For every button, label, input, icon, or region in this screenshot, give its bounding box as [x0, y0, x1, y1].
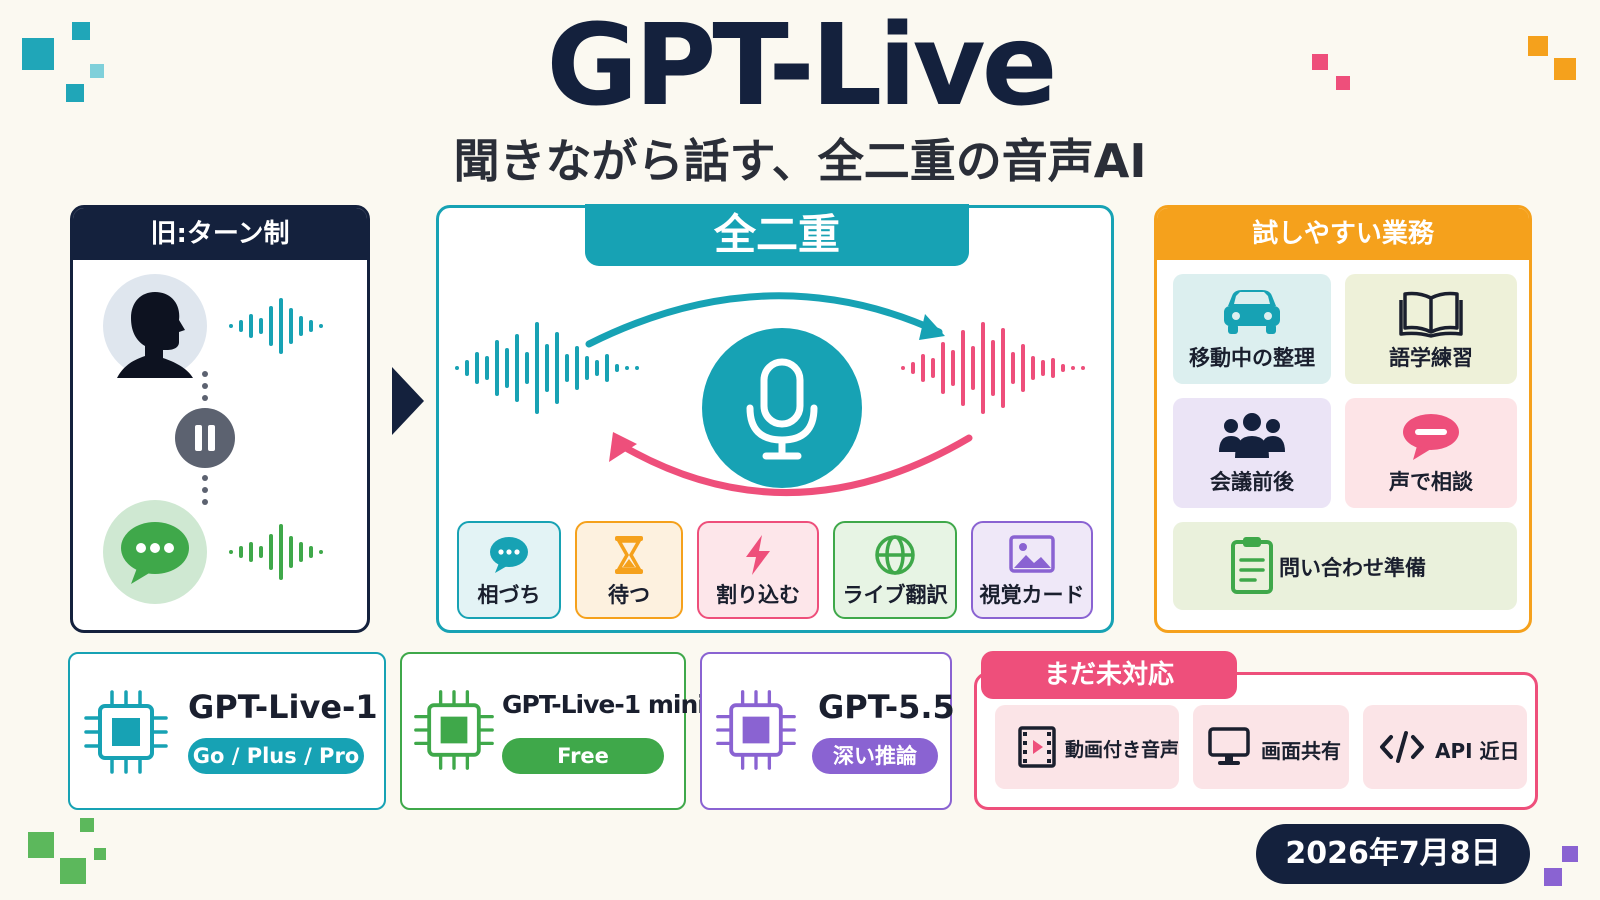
- feature-backchannel: 相づち: [457, 521, 561, 619]
- video-icon: [1018, 726, 1056, 768]
- code-icon: [1380, 731, 1424, 763]
- outgoing-sound-wave-icon: [901, 322, 1085, 414]
- model-badge: Go / Plus / Pro: [188, 738, 364, 774]
- task-label: 会議前後: [1210, 470, 1294, 494]
- tasks-title: 試しやすい業務: [1157, 208, 1529, 260]
- feature-interrupt: 割り込む: [697, 521, 819, 619]
- unsupported-label: 動画付き音声: [1065, 739, 1180, 761]
- old-turn-panel: 旧:ターン制: [70, 205, 370, 633]
- hourglass-icon: [615, 536, 643, 574]
- people-icon: [1219, 413, 1285, 458]
- model-card-gpt-5-5: GPT-5.5 深い推論: [700, 652, 955, 810]
- microphone-icon: [702, 328, 862, 488]
- model-badge: Free: [502, 738, 664, 774]
- dotted-connector: [202, 371, 208, 401]
- task-meeting: 会議前後: [1173, 398, 1331, 508]
- task-language: 語学練習: [1345, 274, 1517, 384]
- chat-icon: [1403, 414, 1459, 460]
- task-label: 声で相談: [1389, 470, 1473, 494]
- not-yet-supported-title: まだ未対応: [981, 651, 1237, 699]
- speech-bubble-icon: [490, 537, 528, 573]
- unsupported-screen-share: 画面共有: [1193, 705, 1349, 789]
- unsupported-label: 画面共有: [1261, 739, 1341, 763]
- transition-arrow-icon: [392, 367, 424, 435]
- task-label: 語学練習: [1389, 346, 1473, 370]
- monitor-icon: [1208, 727, 1250, 765]
- not-yet-supported-panel: まだ未対応 動画付き音声 画面共有 API 近日: [974, 651, 1538, 810]
- task-label: 問い合わせ準備: [1279, 556, 1426, 580]
- unsupported-api: API 近日: [1363, 705, 1527, 789]
- task-inquiry: 問い合わせ準備: [1173, 522, 1517, 610]
- date-badge: 2026年7月8日: [1256, 824, 1530, 884]
- lightning-icon: [746, 535, 770, 575]
- dotted-connector: [202, 475, 208, 505]
- feature-wait: 待つ: [575, 521, 683, 619]
- model-badge: 深い推論: [812, 738, 938, 774]
- duplex-panel: 全二重: [436, 204, 1114, 633]
- book-icon: [1399, 291, 1463, 338]
- page-subtitle: 聞きながら話す、全二重の音声AI: [453, 134, 1147, 188]
- feature-live-translation: ライブ翻訳: [833, 521, 957, 619]
- unsupported-video-audio: 動画付き音声: [995, 705, 1179, 789]
- model-card-gpt-live-1: GPT-Live-1 Go / Plus / Pro: [68, 652, 386, 810]
- sound-wave-icon: [229, 524, 323, 580]
- recommended-tasks-panel: 試しやすい業務 移動中の整理 語学練習: [1154, 205, 1532, 633]
- chip-icon: [716, 690, 796, 770]
- task-consult: 声で相談: [1345, 398, 1517, 508]
- feature-visual-card: 視覚カード: [971, 521, 1093, 619]
- feature-label: 待つ: [608, 583, 650, 607]
- feature-label: 視覚カード: [979, 583, 1085, 607]
- globe-icon: [875, 535, 915, 575]
- old-turn-title: 旧:ターン制: [73, 208, 367, 260]
- pause-icon: [175, 408, 235, 468]
- feature-label: 相づち: [477, 583, 541, 607]
- model-name: GPT-Live-1 mini: [502, 690, 706, 719]
- model-name: GPT-5.5: [818, 688, 955, 726]
- feature-label: ライブ翻訳: [842, 583, 948, 607]
- task-commute: 移動中の整理: [1173, 274, 1331, 384]
- person-silhouette-icon: [103, 274, 207, 378]
- chip-icon: [84, 690, 168, 774]
- sound-wave-icon: [229, 298, 323, 354]
- duplex-title: 全二重: [585, 204, 969, 266]
- page-title: GPT-Live: [546, 1, 1057, 131]
- image-icon: [1009, 535, 1055, 573]
- feature-label: 割り込む: [716, 583, 800, 607]
- model-card-gpt-live-1-mini: GPT-Live-1 mini Free: [400, 652, 706, 810]
- car-icon: [1224, 290, 1280, 334]
- clipboard-icon: [1231, 537, 1273, 594]
- cycle-arrows-icon: [585, 292, 973, 496]
- incoming-sound-wave-icon: [455, 322, 639, 414]
- unsupported-label: API 近日: [1435, 739, 1520, 763]
- task-label: 移動中の整理: [1189, 346, 1315, 370]
- chip-icon: [414, 690, 494, 770]
- chat-bubble-icon: [103, 500, 207, 604]
- model-name: GPT-Live-1: [188, 688, 378, 726]
